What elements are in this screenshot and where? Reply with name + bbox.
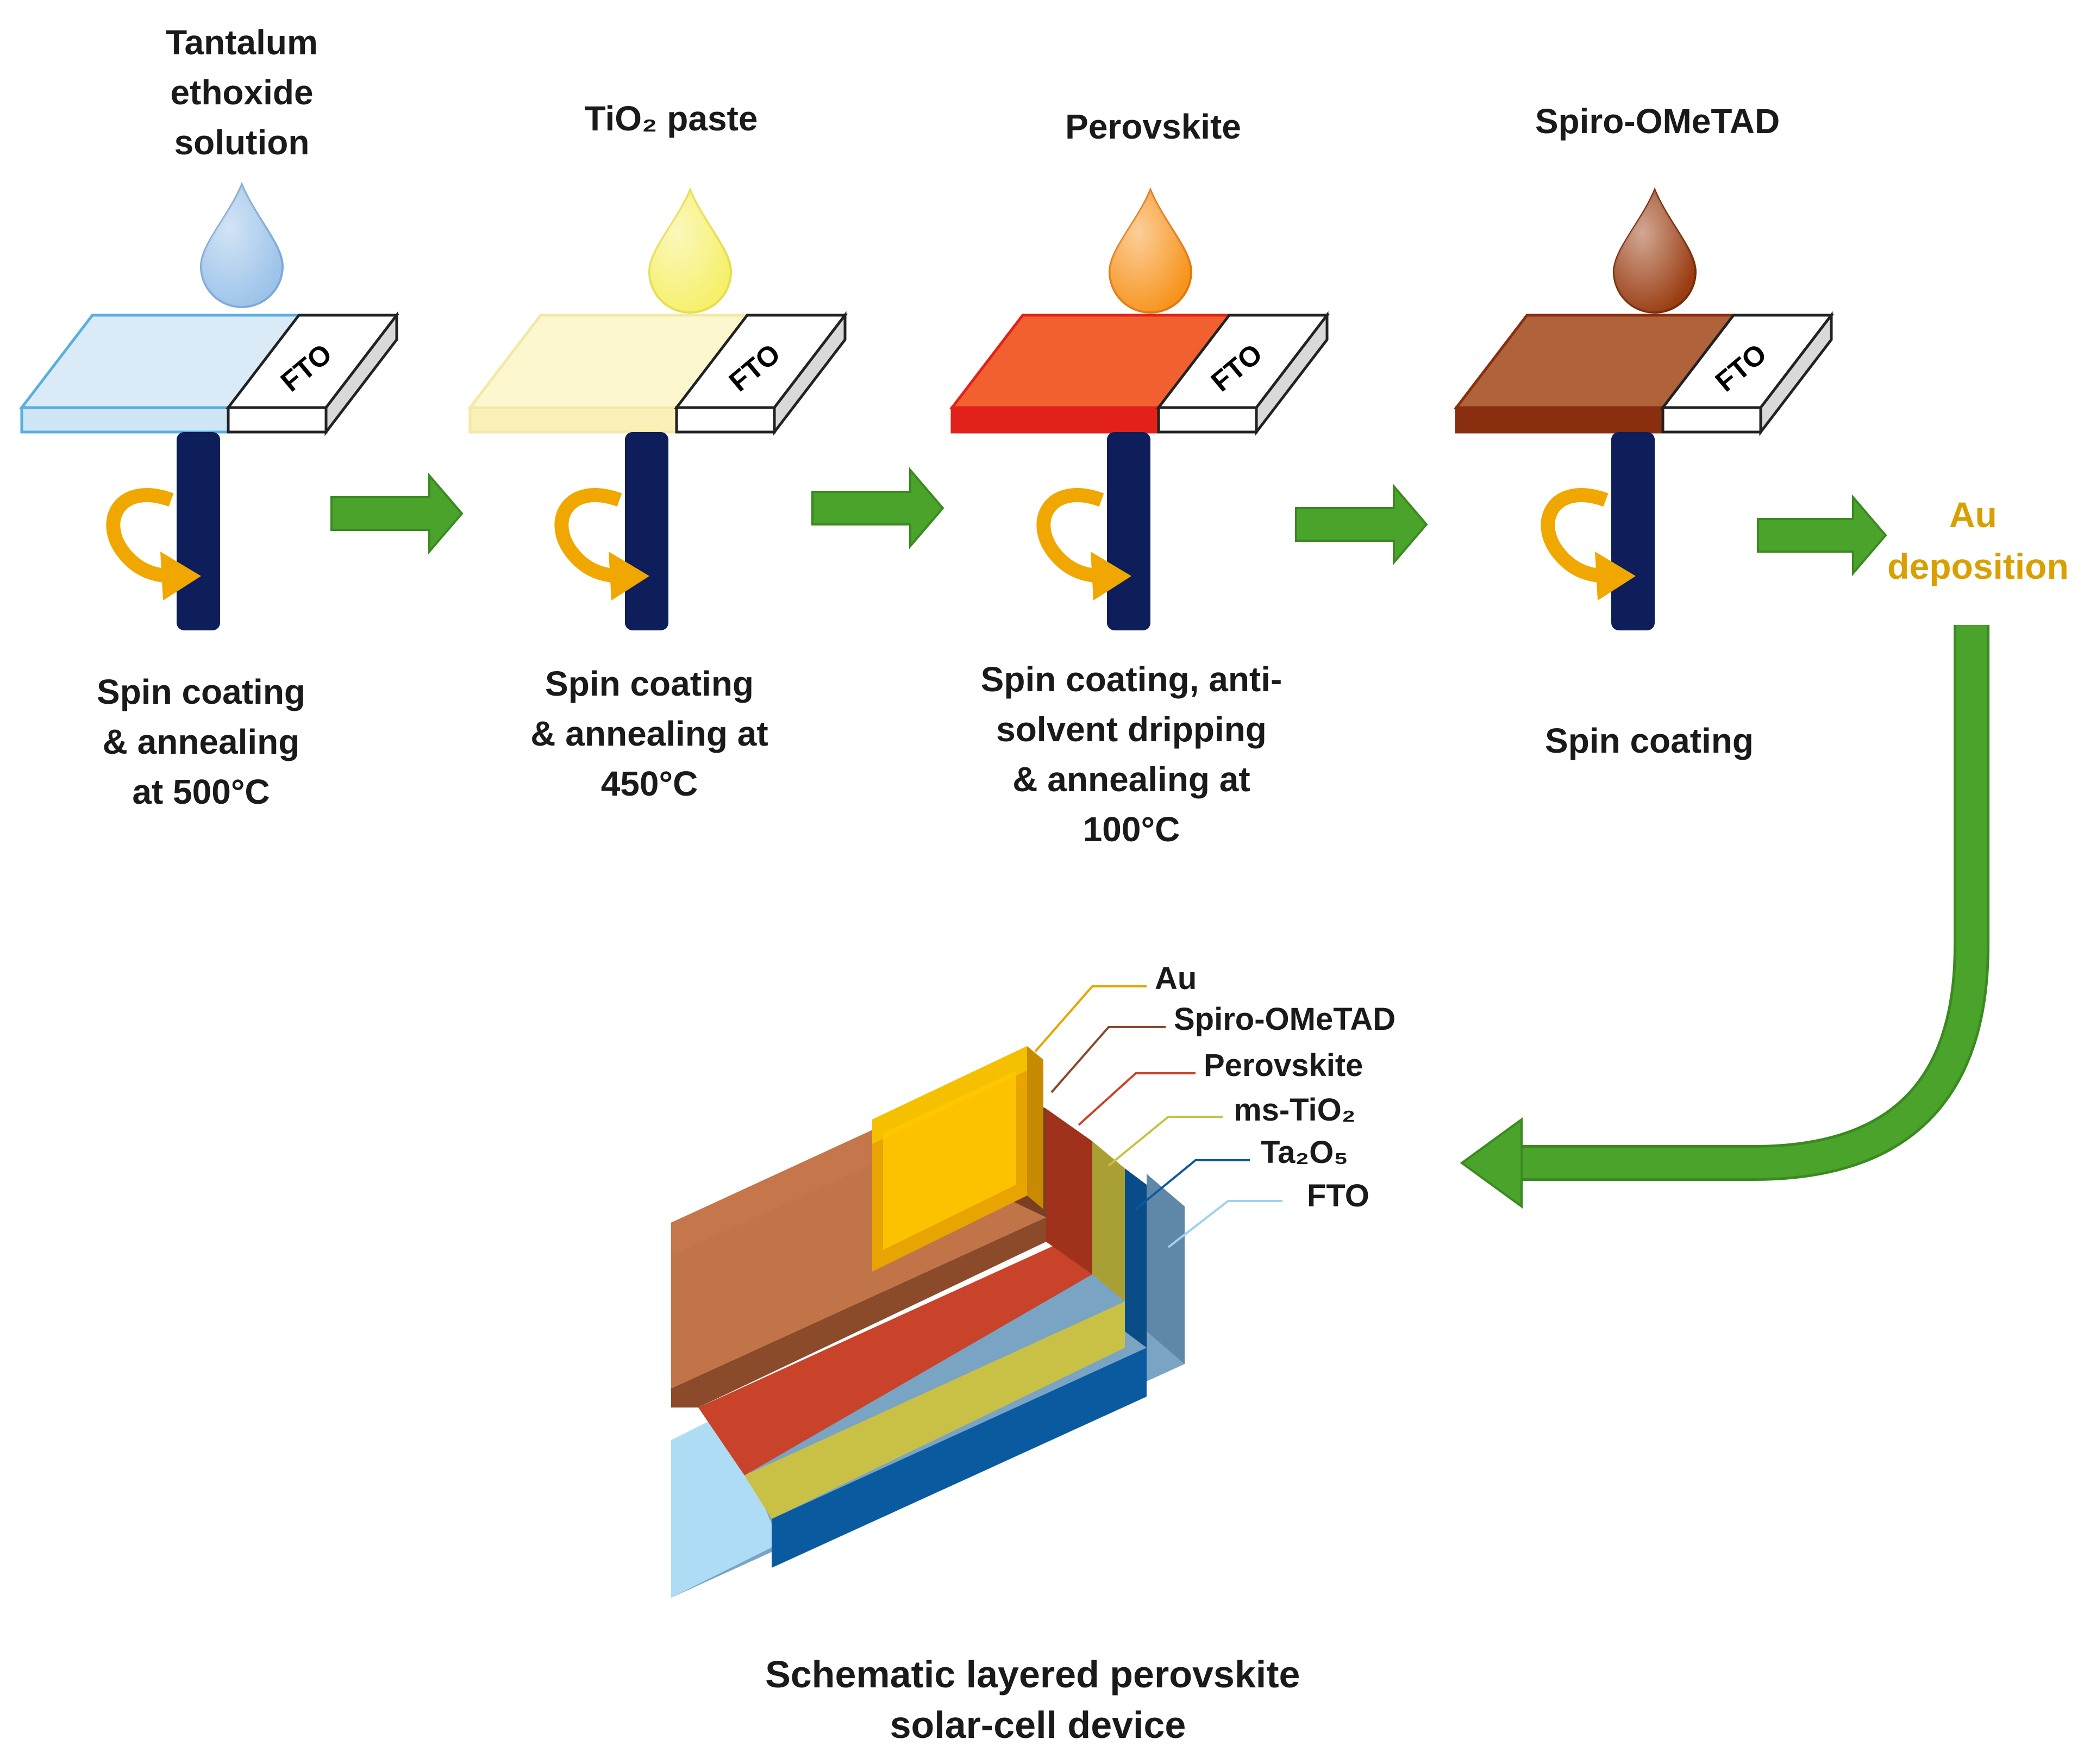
svg-text:at 500°C: at 500°C bbox=[132, 772, 270, 811]
droplet-icon bbox=[1108, 187, 1193, 314]
substrate-slide: FTO bbox=[1453, 311, 1835, 436]
svg-text:TiO₂ paste: TiO₂ paste bbox=[585, 99, 758, 138]
process-line: solvent dripping bbox=[996, 710, 1267, 749]
svg-text:Spin coating: Spin coating bbox=[97, 672, 305, 711]
svg-text:450°C: 450°C bbox=[601, 764, 698, 803]
svg-text:Tantalum: Tantalum bbox=[166, 23, 318, 62]
spindle bbox=[177, 432, 220, 630]
spindle bbox=[1107, 432, 1150, 630]
step-4: Spiro-OMeTAD FTO Spin coating bbox=[1453, 102, 1835, 760]
reagent-line: Perovskite bbox=[1065, 107, 1241, 146]
curved-flow-arrow bbox=[1460, 625, 1989, 1209]
step-2: TiO₂ paste FTO Spin coating & annealing … bbox=[467, 99, 848, 803]
process-line: 100°C bbox=[1083, 810, 1180, 849]
layer-leaders bbox=[1034, 985, 1282, 1248]
droplet-icon bbox=[199, 182, 284, 308]
svg-text:Spin coating: Spin coating bbox=[1545, 721, 1754, 760]
flow-arrow bbox=[1295, 483, 1428, 566]
device-stack bbox=[671, 1046, 1185, 1598]
process-line: Spin coating, anti- bbox=[981, 660, 1282, 699]
svg-text:100°C: 100°C bbox=[1083, 810, 1180, 849]
process-line: Spin coating bbox=[97, 672, 305, 711]
layer-label-ms-tio2: ms-TiO₂ bbox=[1234, 1092, 1356, 1128]
svg-text:ethoxide: ethoxide bbox=[170, 73, 313, 112]
svg-text:solution: solution bbox=[174, 123, 310, 162]
svg-text:Spin coating: Spin coating bbox=[545, 664, 754, 703]
flow-arrow bbox=[330, 472, 464, 555]
reagent-line: Spiro-OMeTAD bbox=[1535, 102, 1780, 141]
device-caption-line: solar-cell device bbox=[890, 1704, 1186, 1746]
au-deposition-line: deposition bbox=[1887, 546, 2069, 586]
svg-text:solvent dripping: solvent dripping bbox=[996, 710, 1267, 749]
layer-label-perovskite: Perovskite bbox=[1204, 1048, 1363, 1083]
svg-text:Spiro-OMeTAD: Spiro-OMeTAD bbox=[1535, 102, 1780, 141]
layer-label-au: Au bbox=[1155, 961, 1197, 996]
process-line: & annealing at bbox=[1012, 760, 1250, 799]
substrate-slide: FTO bbox=[467, 311, 848, 436]
flow-arrow bbox=[1757, 494, 1887, 577]
svg-text:Spin coating, anti-: Spin coating, anti- bbox=[981, 660, 1282, 699]
reagent-line: solution bbox=[174, 123, 310, 162]
process-line: & annealing at bbox=[530, 714, 768, 753]
process-line: at 500°C bbox=[132, 772, 270, 811]
flow-arrow bbox=[811, 467, 944, 549]
reagent-line: TiO₂ paste bbox=[585, 99, 758, 138]
droplet-icon bbox=[1612, 187, 1697, 314]
process-line: Spin coating bbox=[545, 664, 754, 703]
reagent-line: ethoxide bbox=[170, 73, 313, 112]
process-line: Spin coating bbox=[1545, 721, 1754, 760]
layer-label-spiro: Spiro-OMeTAD bbox=[1174, 1002, 1396, 1037]
svg-text:& annealing at: & annealing at bbox=[1012, 760, 1250, 799]
spindle bbox=[625, 432, 668, 630]
process-line: 450°C bbox=[601, 764, 698, 803]
process-line: & annealing bbox=[103, 722, 300, 761]
substrate-slide: FTO bbox=[949, 311, 1330, 436]
svg-text:& annealing: & annealing bbox=[103, 722, 300, 761]
spindle bbox=[1611, 432, 1655, 630]
device-caption-line: Schematic layered perovskite bbox=[765, 1653, 1300, 1696]
step-3: Perovskite FTO Spin coating, anti- solve… bbox=[949, 107, 1330, 849]
step-1: Tantalum ethoxide solution FTO Spin coat… bbox=[18, 23, 400, 811]
substrate-slide: FTO bbox=[18, 311, 400, 436]
au-deposition-line: Au bbox=[1949, 495, 1997, 535]
layer-label-fto: FTO bbox=[1307, 1178, 1369, 1213]
svg-text:Perovskite: Perovskite bbox=[1065, 107, 1241, 146]
droplet-icon bbox=[648, 187, 733, 314]
svg-text:Au deposition: Au deposition bbox=[1887, 495, 2069, 586]
svg-text:Schematic layered perovskite: Schematic layered perovskite solar-cell … bbox=[765, 1653, 1311, 1746]
reagent-line: Tantalum bbox=[166, 23, 318, 62]
svg-text:& annealing at: & annealing at bbox=[530, 714, 768, 753]
layer-label-ta2o5: Ta₂O₅ bbox=[1261, 1135, 1348, 1170]
